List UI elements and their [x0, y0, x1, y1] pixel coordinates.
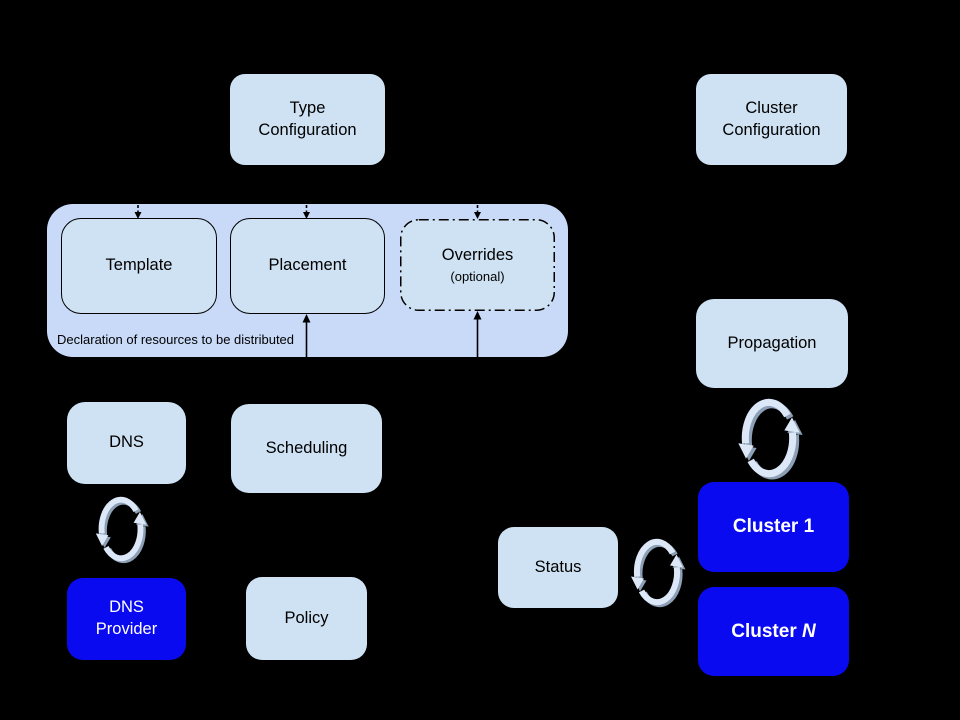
node-dns-provider-label: DNS Provider [95, 598, 158, 638]
node-status: Status [498, 527, 618, 608]
node-template: Template [61, 218, 217, 314]
node-scheduling-label: Scheduling [265, 438, 348, 457]
node-cluster-configuration: Cluster Configuration [696, 74, 847, 165]
node-propagation: Propagation [696, 299, 848, 388]
node-dns: DNS [67, 402, 186, 484]
node-placement: Placement [230, 218, 385, 314]
node-placement-label: Placement [268, 256, 347, 275]
node-overrides-label: Overrides [441, 246, 514, 265]
node-dns-label: DNS [109, 433, 144, 452]
sync-icon-propagation [738, 402, 802, 476]
node-scheduling: Scheduling [231, 404, 382, 493]
sync-icon-status [631, 542, 686, 604]
node-policy: Policy [246, 577, 367, 660]
node-overrides: Overrides (optional) [400, 219, 555, 311]
node-overrides-sublabel: (optional) [450, 268, 505, 284]
node-type-configuration-label: Type Configuration [258, 98, 357, 139]
node-cluster-1: Cluster 1 [698, 482, 849, 572]
node-status-label: Status [534, 557, 582, 576]
sync-icon-dns [96, 500, 149, 560]
node-type-configuration: Type Configuration [230, 74, 385, 165]
node-dns-provider: DNS Provider [67, 578, 186, 660]
node-template-label: Template [105, 256, 173, 275]
node-propagation-label: Propagation [727, 333, 817, 352]
node-policy-label: Policy [284, 608, 329, 627]
node-cluster-n: Cluster N [698, 587, 849, 676]
group-caption: Declaration of resources to be distribut… [57, 332, 295, 347]
node-cluster-configuration-label: Cluster Configuration [722, 98, 821, 139]
node-cluster-n-label: Cluster N [731, 620, 816, 642]
node-cluster-1-label: Cluster 1 [732, 516, 815, 538]
